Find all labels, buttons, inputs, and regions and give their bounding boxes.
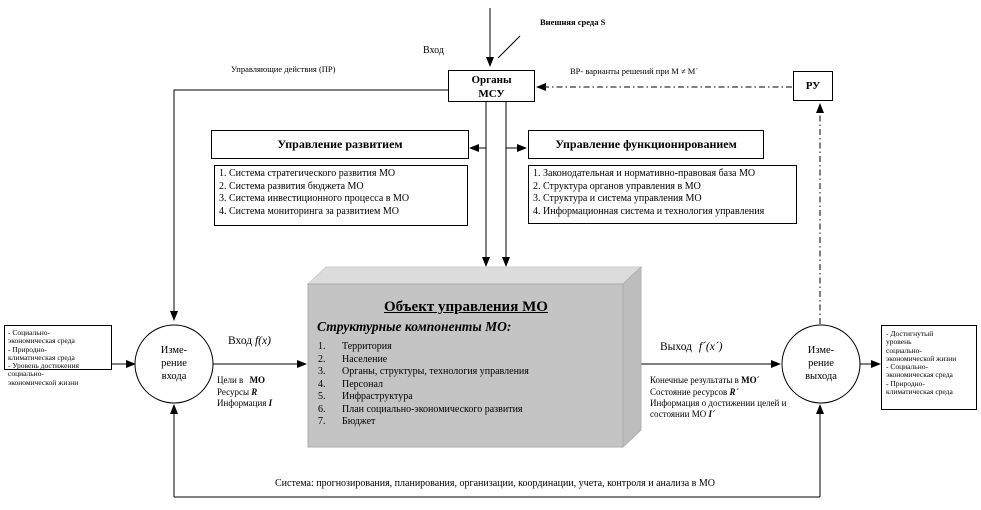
vr-label: ВР- варианты решений при М ≠ М´ bbox=[570, 66, 699, 76]
output-measure-label: Изме- рение выхода bbox=[805, 345, 837, 383]
input-arrow-label: Вход f(x) bbox=[228, 335, 271, 347]
input-goals: Цели в МО bbox=[217, 375, 266, 385]
functioning-item: 3. Структура и система управления МО bbox=[533, 193, 702, 204]
object-item: 6.План социально-экономического развития bbox=[318, 403, 523, 415]
development-item: 4. Система мониторинга за развитием МО bbox=[219, 205, 399, 217]
object-item: 4.Персонал bbox=[318, 378, 383, 390]
external-env-label: Внешняя среда S bbox=[540, 17, 606, 27]
input-measure-label: Изме- рение входа bbox=[160, 345, 188, 383]
development-item: 2. Система развития бюджета МО bbox=[219, 180, 364, 192]
functioning-title-box: Управление функционированием bbox=[528, 130, 764, 159]
msu-box: Органы МСУ bbox=[448, 70, 535, 102]
output-results: Конечные результаты в МО´ bbox=[650, 375, 760, 385]
input-info: Информация I bbox=[217, 398, 273, 408]
development-list-box: 1. Система стратегического развития МО 2… bbox=[214, 165, 468, 226]
object-title: Объект управления МО bbox=[384, 299, 548, 315]
functioning-title: Управление функционированием bbox=[555, 137, 737, 151]
output-info: Информация о достижении целей и bbox=[650, 398, 787, 408]
output-resources: Состояние ресурсов R´ bbox=[650, 387, 739, 397]
object-subtitle: Структурные компоненты МО: bbox=[317, 319, 512, 334]
object-box-front bbox=[307, 283, 624, 448]
input-measure-circle bbox=[134, 324, 214, 404]
object-list: 1.Территория 2.Население 3.Органы, струк… bbox=[318, 341, 529, 429]
msu-line1: Органы bbox=[471, 74, 512, 86]
functioning-item: 2. Структура органов управления в МО bbox=[533, 180, 701, 192]
object-item: 1.Территория bbox=[318, 341, 392, 352]
object-item: 5.Инфраструктура bbox=[318, 391, 413, 402]
bottom-system-label: Система: прогнозирования, планирования, … bbox=[275, 478, 715, 489]
functioning-item: 4. Информационная система и технология у… bbox=[533, 205, 765, 217]
object-box-side bbox=[622, 265, 642, 449]
development-title-box: Управление развитием bbox=[211, 130, 469, 159]
msu-line2: МСУ bbox=[478, 88, 505, 100]
development-item: 1. Система стратегического развития МО bbox=[219, 168, 396, 179]
output-arrow-label: Выход f´(x´) bbox=[660, 341, 723, 353]
right-outputs-box: - Достигнутый уровень социально- экономи… bbox=[881, 325, 977, 410]
object-box-top bbox=[306, 266, 643, 285]
development-title: Управление развитием bbox=[277, 137, 403, 151]
external-env-pointer bbox=[497, 35, 521, 59]
object-item: 3.Органы, структуры, технология управлен… bbox=[318, 366, 529, 377]
functioning-list-box: 1. Законодательная и нормативно-правовая… bbox=[528, 165, 797, 224]
ru-box: РУ bbox=[793, 71, 833, 101]
object-item: 7.Бюджет bbox=[318, 416, 376, 427]
development-item: 3. Система инвестиционного процесса в МО bbox=[219, 193, 410, 204]
functioning-item: 1. Законодательная и нормативно-правовая… bbox=[533, 168, 756, 179]
control-actions-line bbox=[170, 89, 448, 321]
input-label: Вход bbox=[423, 45, 444, 56]
object-item: 2.Население bbox=[318, 353, 388, 365]
output-measure-circle bbox=[781, 324, 861, 404]
left-inputs-box: - Социально- экономическая среда - Приро… bbox=[4, 325, 112, 386]
output-info-2: состоянии МО I´ bbox=[650, 409, 715, 419]
control-actions-label: Управляющие действия (ПР) bbox=[231, 64, 336, 74]
input-resources: Ресурсы R bbox=[217, 387, 258, 397]
ru-label: РУ bbox=[805, 80, 821, 92]
